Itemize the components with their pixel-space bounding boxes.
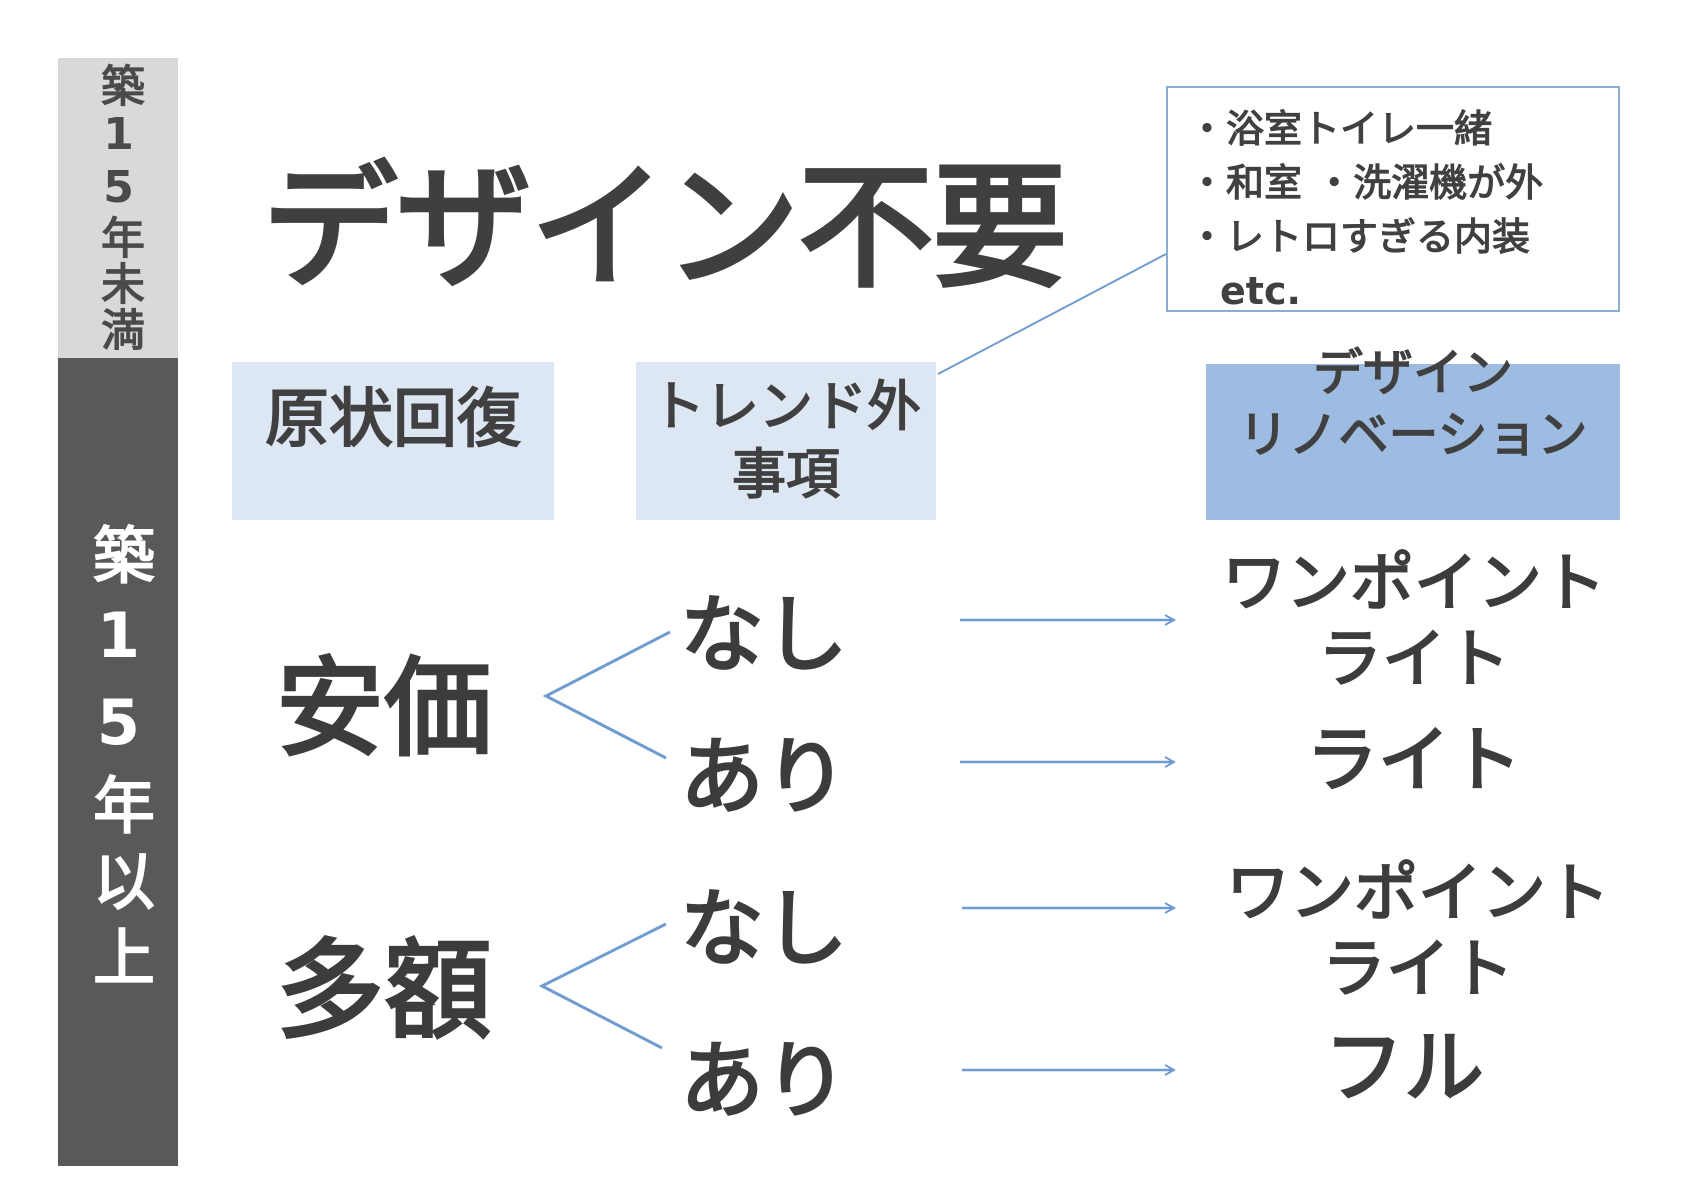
result-light: ライト: [1214, 722, 1614, 798]
result-line: フル: [1324, 1021, 1484, 1114]
branch-cheap: [542, 630, 671, 760]
note-line: ・レトロすぎる内装: [1188, 215, 1531, 259]
age-under-15-band: 築15年未満: [58, 58, 178, 358]
header-out-of-trend: トレンド外 事項: [636, 362, 936, 520]
result-line: ワンポイント: [1226, 857, 1610, 931]
header-design-renovation: デザイン リノベーション: [1206, 344, 1620, 520]
result-line: ワンポイント: [1222, 547, 1606, 621]
header-restore: 原状回復: [232, 362, 554, 520]
note-line-etc: etc.: [1220, 269, 1301, 313]
cost-cheap-label: 安価: [276, 647, 493, 772]
age-over-15-label: 築15年以上: [82, 523, 155, 1001]
result-line: ライト: [1305, 718, 1522, 802]
note-line: ・和室 ・洗濯機が外: [1188, 161, 1544, 205]
age-under-15-label: 築15年未満: [93, 63, 144, 353]
result-line: ライト: [1322, 933, 1514, 1007]
header-out-of-trend-line2: 事項: [732, 443, 840, 506]
note-line: ・浴室トイレ一緒: [1188, 107, 1493, 151]
result-full: フル: [1204, 1021, 1604, 1114]
header-out-of-trend-line1: トレンド外: [651, 375, 921, 438]
design-not-needed-title: デザイン不要: [262, 150, 1068, 308]
header-design-line1: デザイン: [1313, 344, 1513, 402]
trend-none-label-1: なし: [680, 586, 849, 684]
callout-line: [937, 253, 1167, 375]
header-restore-label: 原状回復: [265, 383, 521, 457]
age-over-15-band: 築15年以上: [58, 358, 178, 1166]
result-line: ライト: [1318, 623, 1510, 697]
branch-expensive: [538, 922, 667, 1050]
result-onepoint-light-1: ワンポイント ライト: [1214, 546, 1614, 698]
trend-none-label-2: なし: [680, 880, 849, 978]
result-onepoint-light-2: ワンポイント ライト: [1218, 856, 1618, 1008]
cost-expensive-label: 多額: [276, 929, 493, 1054]
trend-yes-label-1: あり: [680, 728, 849, 826]
header-design-line2: リノベーション: [1238, 406, 1588, 464]
out-of-trend-note-box: ・浴室トイレ一緒 ・和室 ・洗濯機が外 ・レトロすぎる内装 etc.: [1166, 86, 1620, 313]
trend-yes-label-2: あり: [680, 1032, 849, 1130]
